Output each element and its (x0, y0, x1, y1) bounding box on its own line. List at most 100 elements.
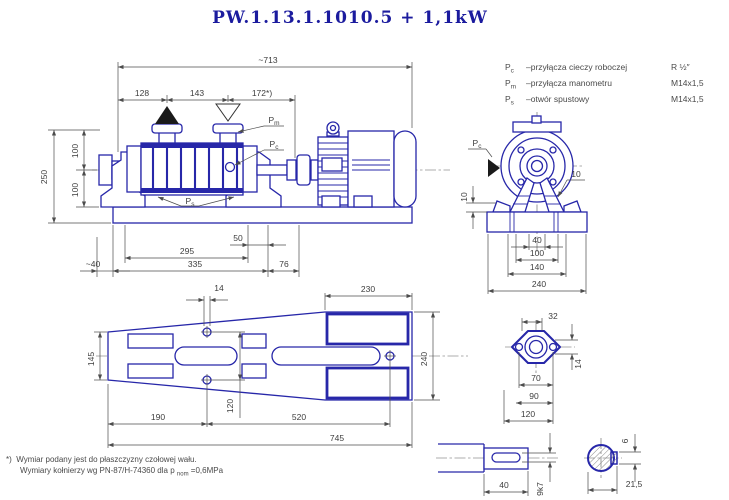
dim-6-key: 6 (619, 434, 641, 482)
shaft-section-circle (587, 444, 615, 472)
port-label-pm: Pm (268, 115, 279, 127)
dim-bottom-row: 50 295 ~40 335 76 (80, 225, 300, 277)
dim-label-50: 50 (233, 233, 243, 243)
footnote: *) Wymiar podany jest do płaszczyzny czo… (6, 454, 223, 481)
top-port-discharge (212, 123, 244, 144)
motor-mount-pad-top (325, 312, 410, 346)
front-port-label-pc: Pc (473, 138, 483, 150)
dim-label-14-flange: 14 (573, 359, 583, 369)
front-base (486, 211, 588, 233)
dim-label-9k7: 9k7 (535, 482, 545, 496)
dim-label-100: 100 (530, 248, 544, 258)
dim-9k7: 9k7 (522, 433, 556, 496)
dim-label-120-flange: 120 (521, 409, 535, 419)
suction-flange (98, 154, 113, 186)
port-label-pc: Pc (270, 139, 280, 151)
base-bolt-lines (509, 212, 559, 232)
shaft-section-dimensions: 6 21,5 (587, 434, 643, 494)
dim-10-right: 10 (557, 169, 585, 198)
dim-label-70: 70 (531, 373, 541, 383)
dim-label-100-lower: 100 (70, 183, 80, 197)
access-slot-right (271, 346, 381, 366)
keyway-slot (491, 452, 521, 463)
port-desc-pc: –przyłącza cieczy roboczej (526, 62, 628, 72)
dim-label-76: 76 (279, 259, 289, 269)
motor-mount-pad-bottom (325, 366, 410, 400)
legend-row-pc: Pc –przyłącza cieczy roboczej R ½″ (505, 62, 717, 78)
port-size-pm: M14x1,5 (671, 78, 704, 88)
dim-label-230: 230 (361, 284, 375, 294)
pump-mount-pad (127, 363, 174, 379)
tie-bar-top (141, 143, 243, 148)
port-symbol-pm: Pm (505, 78, 517, 91)
dim-label-713: ~713 (258, 55, 277, 65)
legend-row-ps: Ps –otwór spustowy M14x1,5 (505, 94, 717, 110)
port-size-pc: R ½″ (671, 62, 690, 72)
lifting-eye-hole (329, 124, 337, 132)
dim-label-520: 520 (292, 412, 306, 422)
port-desc-pm: –przyłącza manometru (526, 78, 612, 88)
flange-dimensions: 32 14 70 90 120 (503, 311, 583, 424)
flange-bolt-hole (548, 342, 558, 352)
access-slot-left (174, 346, 238, 366)
port-symbol-pc: Pc (505, 62, 514, 75)
bolt-hole (549, 146, 557, 154)
inlet-direction-triangle (488, 159, 500, 177)
side-view-dimensions: ~713 128 143 172*) 100 (39, 55, 413, 277)
dim-label-240-plate: 240 (419, 352, 429, 366)
dim-label-745: 745 (330, 433, 344, 443)
anchor-holes (201, 326, 396, 386)
flange-outline (510, 329, 562, 365)
dim-label-40-overhang: ~40 (86, 259, 101, 269)
dim-label-145: 145 (86, 352, 96, 366)
footnote-line2: Wymiary kołnierzy wg PN-87/H-74360 dla p… (20, 466, 224, 478)
side-fin-right (563, 200, 582, 213)
dim-label-32: 32 (548, 311, 558, 321)
baseplate-outline (107, 311, 413, 401)
dim-label-10-left: 10 (459, 192, 469, 202)
dim-21-5: 21,5 (587, 466, 643, 494)
front-view-dimensions: Pc 10 10 (459, 138, 587, 294)
top-plug (531, 115, 542, 124)
pump-end-cover-right (242, 145, 258, 193)
dim-label-40: 40 (532, 235, 542, 245)
dim-190-520-745: 190 520 745 (107, 362, 413, 448)
dim-label-10-right: 10 (571, 169, 581, 179)
pc-port-circle (224, 161, 236, 173)
shaft-coupling (286, 154, 319, 186)
dim-label-335: 335 (188, 259, 202, 269)
motor-lifting-eye (326, 121, 340, 135)
leg-ribs (513, 195, 561, 205)
dim-label-128: 128 (135, 88, 149, 98)
footnote-line1: *) Wymiar podany jest do płaszczyzny czo… (6, 455, 197, 464)
port-size-ps: M14x1,5 (671, 94, 704, 104)
dim-120-holes: 120 (213, 331, 245, 418)
dim-145: 145 (86, 331, 107, 381)
port-label-ps: Ps (186, 196, 196, 208)
bolt-hole (549, 178, 557, 186)
dim-14-hole: 14 (186, 283, 228, 326)
flow-direction-filled-triangle (155, 106, 179, 124)
top-port-suction (151, 123, 183, 144)
flow-direction-open-triangle (215, 103, 241, 122)
dim-label-190: 190 (151, 412, 165, 422)
bolt-hole (517, 146, 525, 154)
dim-label-240: 240 (532, 279, 546, 289)
shaft-bore-circle (526, 155, 548, 177)
dim-label-40-shaft: 40 (499, 480, 509, 490)
stage-ribs (151, 148, 239, 188)
shaft-end (483, 447, 529, 470)
bolt-hole (517, 178, 525, 186)
pump-front-view (486, 112, 588, 252)
casing-inner-circle (508, 137, 566, 195)
shaft-end-view (436, 443, 560, 473)
motor-end-cap (393, 130, 417, 208)
dim-70-90-120: 70 90 120 (503, 352, 554, 424)
pump-assembly-side-view (92, 103, 450, 224)
dim-label-100-upper: 100 (70, 144, 80, 158)
dim-label-14: 14 (214, 283, 224, 293)
flange-bore-outer (524, 335, 548, 359)
pump-shaft (256, 164, 288, 176)
motor-foot-right (353, 195, 373, 208)
